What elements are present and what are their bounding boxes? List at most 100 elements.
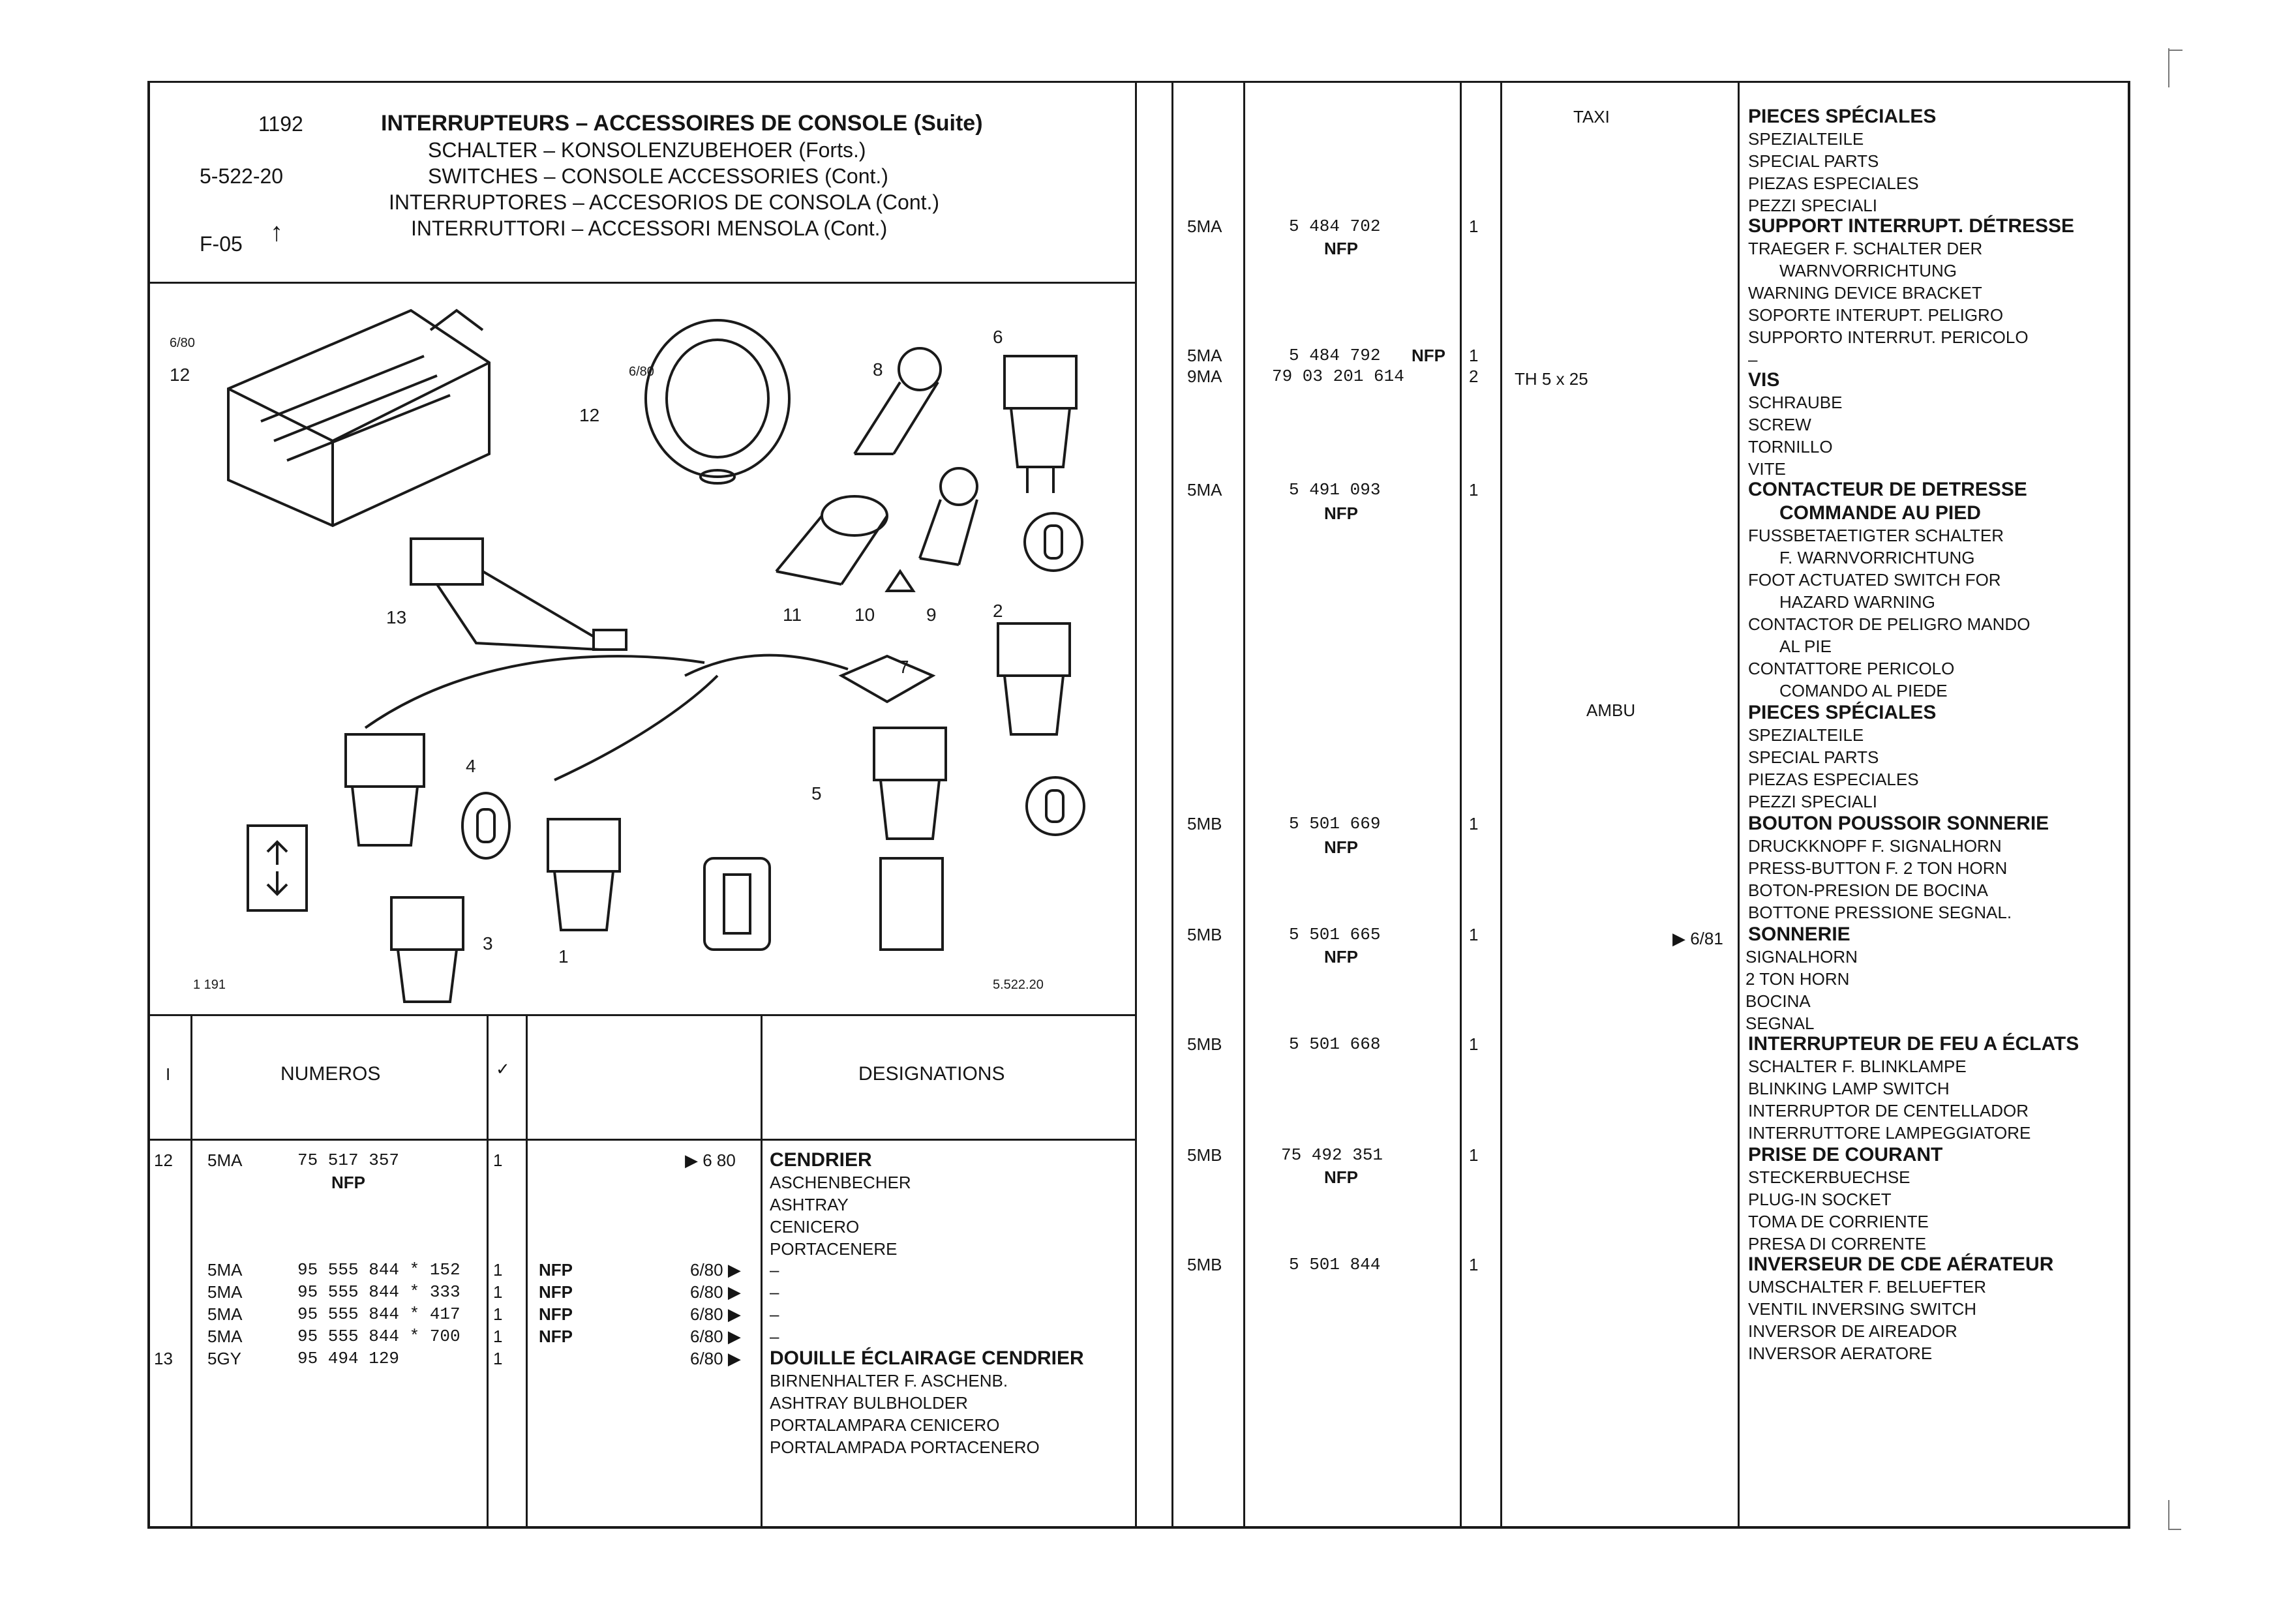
margin-tick-top (2168, 48, 2169, 87)
margin-tick-bottom-h (2169, 1529, 2181, 1530)
row-code: 5MB (1187, 1034, 1222, 1054)
note-screw: TH 5 x 25 (1515, 369, 1588, 389)
row-desc: SPEZIALTEILE (1748, 129, 1864, 149)
row-desc: INTERRUPTOR DE CENTELLADOR (1748, 1101, 2029, 1120)
row-qty: 1 (493, 1349, 503, 1368)
row-desc-main: CONTACTEUR DE DETRESSE (1748, 479, 2027, 500)
row-code: 9MA (1187, 367, 1222, 386)
row-date: 6/80 ▶ (690, 1349, 741, 1368)
row-qty: 1 (493, 1260, 503, 1280)
row-number: 75 517 357 (297, 1150, 400, 1170)
row-index: 12 (154, 1150, 173, 1170)
frame-right (2128, 81, 2130, 1529)
row-desc: – (770, 1282, 779, 1302)
row-number: 95 555 844 * 152 (297, 1260, 461, 1280)
frame-left (147, 81, 150, 1529)
row-code: 5MB (1187, 1255, 1222, 1274)
row-ref: NFP (539, 1260, 573, 1280)
row-qty: 1 (1469, 925, 1479, 944)
rcol-ref-divider (1500, 81, 1502, 1529)
rcol-designations-divider (1738, 81, 1740, 1529)
row-number: 95 494 129 (297, 1349, 400, 1368)
row-desc: PIEZAS ESPECIALES (1748, 770, 1919, 789)
row-desc: AL PIE (1779, 637, 1832, 656)
row-number: 5 491 093 (1289, 480, 1381, 500)
row-desc: PORTACENERE (770, 1239, 898, 1259)
row-code: 5MA (1187, 346, 1222, 365)
switch-6-drawing (1003, 355, 1078, 410)
divider-left-panel-right (1135, 81, 1137, 1529)
row-number: 5 501 669 (1289, 814, 1381, 834)
exploded-parts-illustration: 12 12 8 6 2 13 11 10 9 7 4 5 1 3 6/80 6/… (170, 308, 1085, 1003)
row-desc: VITE (1748, 459, 1786, 479)
row-desc: CONTATTORE PERICOLO (1748, 659, 1955, 678)
row-sub: NFP (331, 1173, 365, 1192)
title-en: SWITCHES – CONSOLE ACCESSORIES (Cont.) (428, 164, 888, 188)
row-desc: PEZZI SPECIALI (1748, 792, 1877, 811)
row-desc: CONTACTOR DE PELIGRO MANDO (1748, 614, 2031, 634)
col-header-index: I (166, 1064, 171, 1084)
divider-header-bottom (147, 282, 1136, 284)
row-qty: 1 (1469, 1145, 1479, 1165)
row-code: 5MB (1187, 1145, 1222, 1165)
row-desc: BLINKING LAMP SWITCH (1748, 1079, 1950, 1098)
row-desc: UMSCHALTER F. BELUEFTER (1748, 1277, 1987, 1297)
row-desc: CENICERO (770, 1217, 860, 1237)
col-header-designations: DESIGNATIONS (858, 1063, 1005, 1085)
row-desc: 2 TON HORN (1745, 969, 1850, 989)
col-qty-left-divider (487, 1014, 489, 1529)
row-desc-main: BOUTON POUSSOIR SONNERIE (1748, 813, 2049, 834)
rcol-num-divider (1243, 81, 1245, 1529)
row-code: 5MB (1187, 814, 1222, 834)
switch-1-drawing (547, 818, 621, 873)
row-number: 5 484 792 (1289, 346, 1381, 365)
row-desc: TORNILLO (1748, 437, 1833, 457)
row-qty: 1 (493, 1150, 503, 1170)
row-desc: FUSSBETAETIGTER SCHALTER (1748, 526, 2004, 545)
row-desc-main: DOUILLE ÉCLAIRAGE CENDRIER (770, 1347, 1084, 1369)
row-desc-main: SONNERIE (1748, 924, 1850, 945)
frame-bottom (147, 1526, 2130, 1529)
catalog-code: 1192 (258, 112, 303, 136)
row-qty: 1 (1469, 1034, 1479, 1054)
row-desc-main: PIECES SPÉCIALES (1748, 702, 1937, 723)
frame-top-right (1171, 81, 2130, 83)
row-qty: 1 (493, 1304, 503, 1324)
row-desc: PRESA DI CORRENTE (1748, 1234, 1927, 1254)
row-date: 6/80 ▶ (690, 1327, 741, 1346)
note-date: ▶ 6/81 (1672, 929, 1723, 948)
part-label: 5 (811, 783, 822, 804)
row-sub: NFP (1412, 346, 1445, 365)
row-desc: PORTALAMPARA CENICERO (770, 1415, 1000, 1435)
row-qty: 1 (1469, 1255, 1479, 1274)
figure-ref: F-05 (200, 232, 243, 256)
row-desc: WARNVORRICHTUNG (1779, 261, 1957, 280)
part-label: 6 (993, 327, 1003, 347)
row-desc: BOTTONE PRESSIONE SEGNAL. (1748, 903, 2012, 922)
date-mark: 6/80 (629, 365, 654, 379)
row-ref: NFP (539, 1327, 573, 1346)
date-mark: 6/80 (170, 336, 195, 350)
row-qty: 1 (493, 1327, 503, 1346)
row-desc: SCHRAUBE (1748, 393, 1843, 412)
note-ambu: AMBU (1586, 700, 1636, 720)
row-sub: NFP (1324, 503, 1358, 523)
part-label: 1 (558, 946, 569, 967)
row-desc: PRESS-BUTTON F. 2 TON HORN (1748, 858, 2008, 878)
row-code: 5MA (207, 1304, 243, 1324)
row-number: 5 501 665 (1289, 925, 1381, 944)
row-desc-main: INVERSEUR DE CDE AÉRATEUR (1748, 1254, 2054, 1275)
row-desc-main: PIECES SPÉCIALES (1748, 106, 1937, 127)
row-desc-main: SUPPORT INTERRUPT. DÉTRESSE (1748, 215, 2075, 237)
row-desc-main: INTERRUPTEUR DE FEU A ÉCLATS (1748, 1033, 2079, 1055)
row-desc: SOPORTE INTERUPT. PELIGRO (1748, 305, 2004, 325)
row-qty: 1 (1469, 346, 1479, 365)
row-desc-main: VIS (1748, 369, 1780, 391)
row-desc: – (770, 1327, 779, 1346)
row-sub: NFP (1324, 1167, 1358, 1187)
row-desc-main: PRISE DE COURANT (1748, 1144, 1943, 1165)
row-desc: PLUG-IN SOCKET (1748, 1190, 1892, 1209)
row-code: 5MA (207, 1260, 243, 1280)
illustration-footer-right: 5.522.20 (993, 978, 1044, 992)
row-desc: – (770, 1304, 779, 1324)
